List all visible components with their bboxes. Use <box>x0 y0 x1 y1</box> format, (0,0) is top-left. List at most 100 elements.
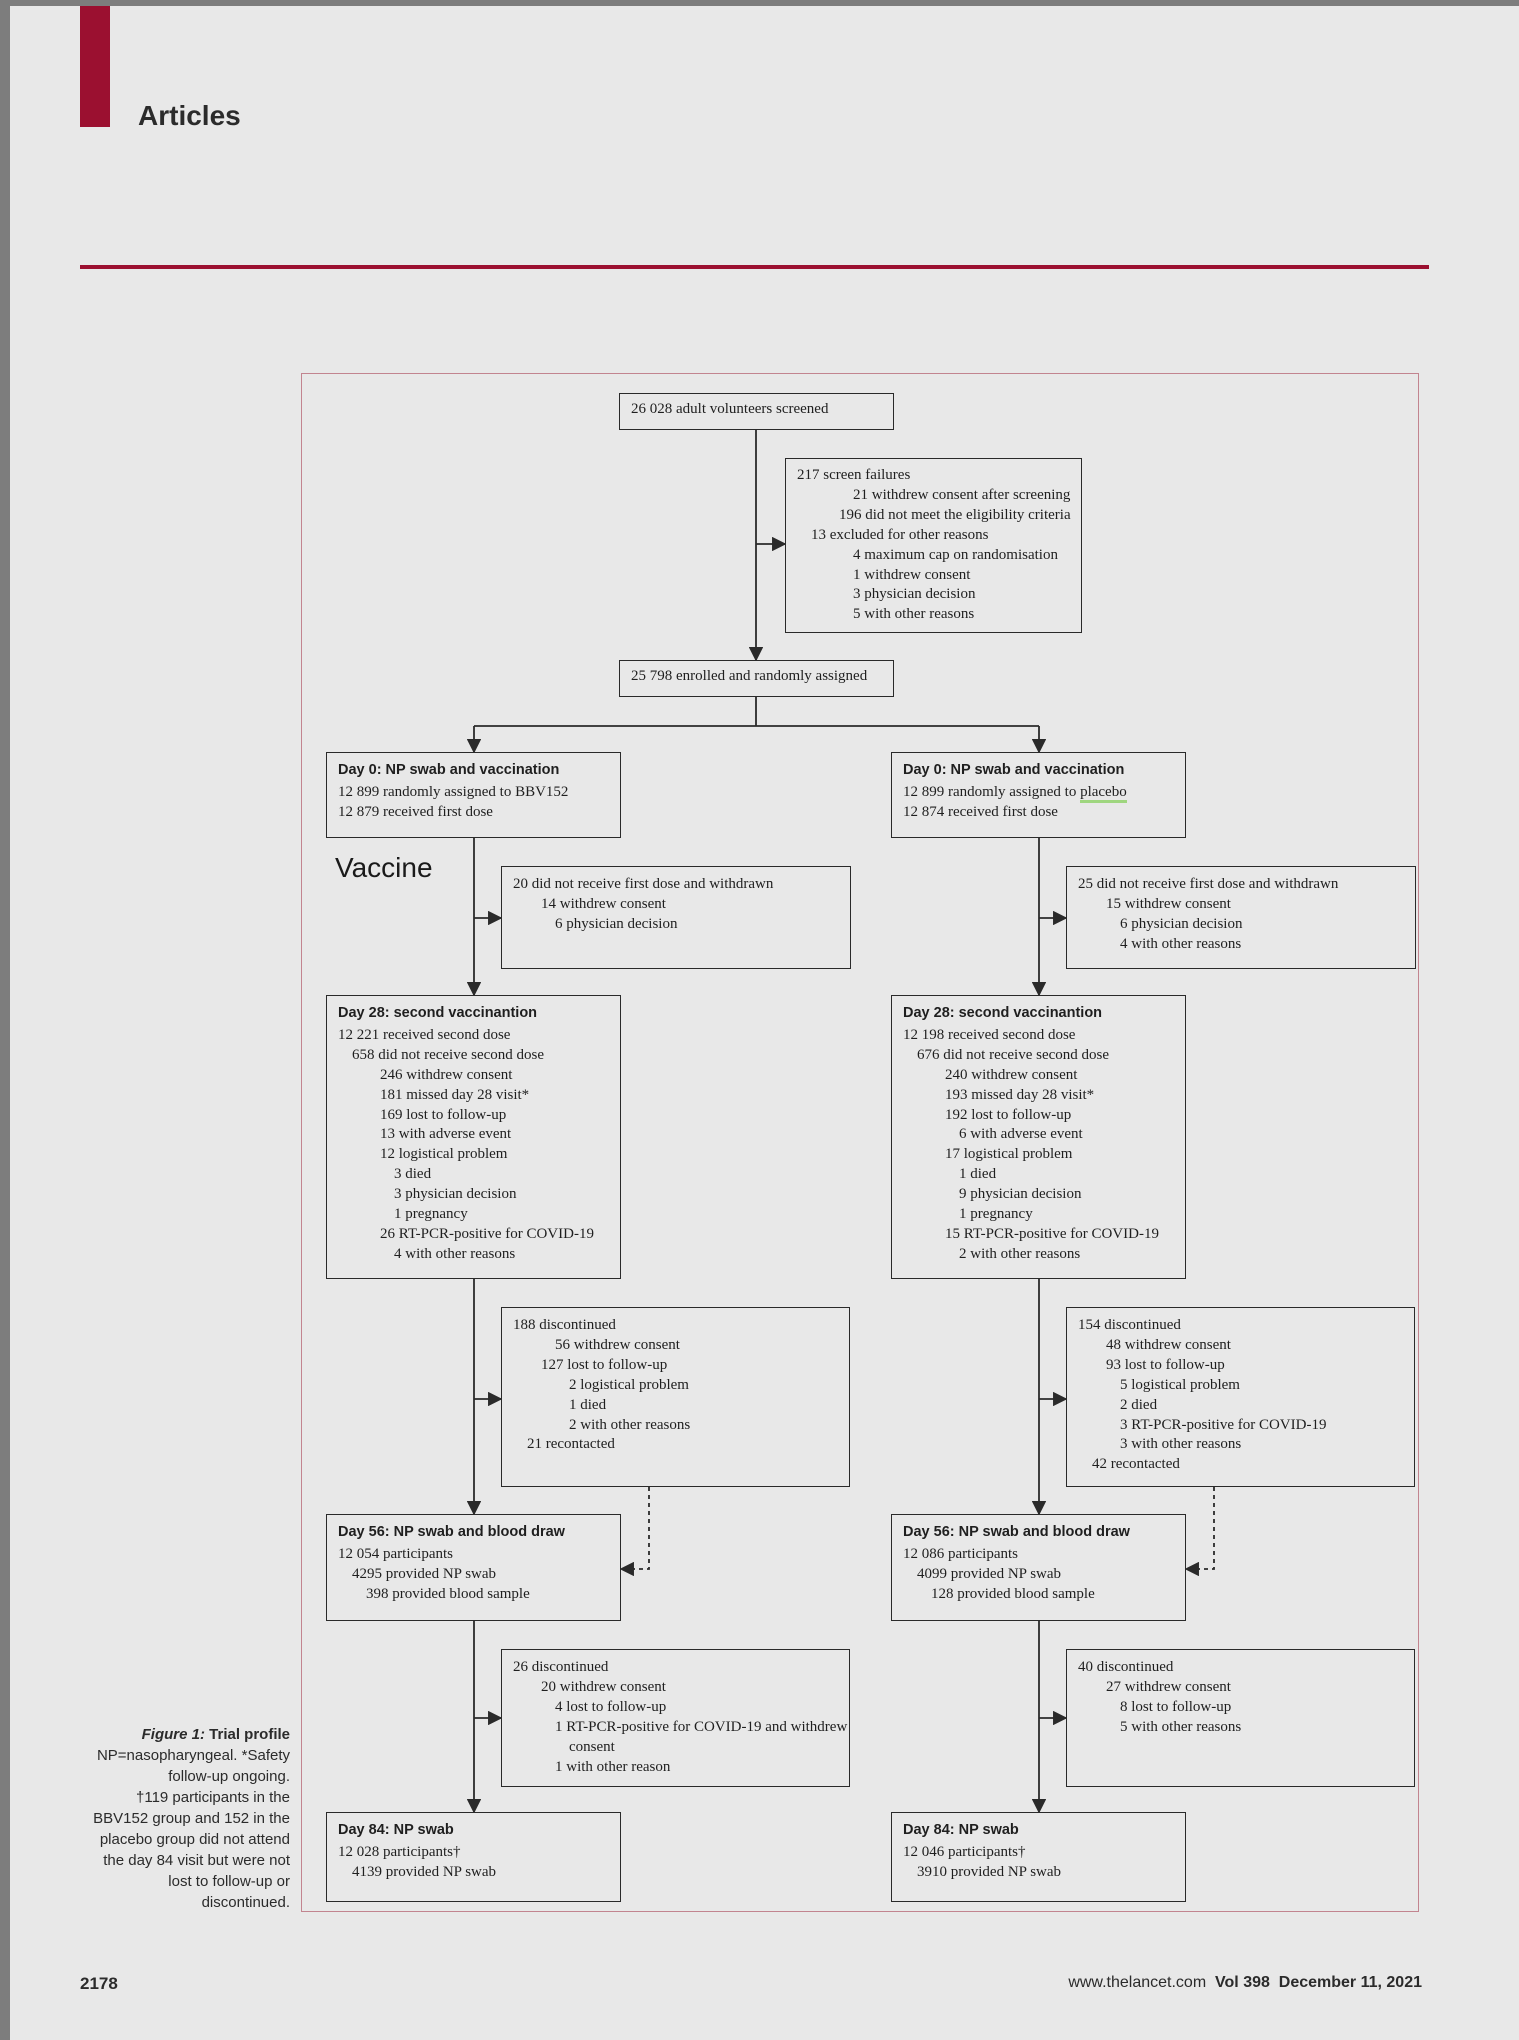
box-line: 12 879 received first dose <box>338 803 493 820</box>
box-line: 128 provided blood sample <box>931 1585 1095 1602</box>
box-line: 93 lost to follow-up <box>1106 1356 1225 1373</box>
box-line: 127 lost to follow-up <box>541 1356 668 1373</box>
box-line: 1 with other reason <box>555 1758 671 1775</box>
box-title: Day 0: NP swab and vaccination <box>338 762 560 778</box>
box-line: 2 logistical problem <box>569 1376 689 1393</box>
failure-line: 217 screen failures <box>797 467 911 483</box>
left-exclusion-box-3: 26 discontinued 20 withdrew consent 4 lo… <box>501 1649 850 1787</box>
box-line: 4295 provided NP swab <box>352 1565 497 1582</box>
failure-line: 196 did not meet the eligibility criteri… <box>839 506 1071 523</box>
box-line: 240 withdrew consent <box>945 1066 1078 1083</box>
left-day0-box: Day 0: NP swab and vaccination 12 899 ra… <box>326 752 621 838</box>
right-exclusion-box-2: 154 discontinued 48 withdrew consent 93 … <box>1066 1307 1415 1487</box>
page-number: 2178 <box>80 1974 118 1993</box>
box-title: Day 56: NP swab and blood draw <box>903 1524 1130 1540</box>
right-exclusion-box-1: 25 did not receive first dose and withdr… <box>1066 866 1416 969</box>
box-line: 181 missed day 28 visit* <box>380 1086 530 1103</box>
journal-site: www.thelancet.com <box>1068 1974 1207 1991</box>
caption-line: lost to follow-up or <box>168 1873 290 1890</box>
figure-title: Trial profile <box>209 1726 290 1743</box>
right-day0-box: Day 0: NP swab and vaccination 12 899 ra… <box>891 752 1186 838</box>
box-line: 6 physician decision <box>555 915 678 932</box>
box-title: Day 84: NP swab <box>903 1822 1019 1838</box>
section-color-bar <box>80 6 110 127</box>
box-line: 21 recontacted <box>527 1436 615 1453</box>
box-line: 26 RT-PCR-positive for COVID-19 <box>380 1225 594 1242</box>
placebo-word: placebo <box>1080 783 1127 803</box>
caption-line: †119 participants in the <box>136 1789 290 1806</box>
figure-label: Figure 1: <box>141 1726 205 1743</box>
screened-text: 26 028 adult volunteers screened <box>631 401 829 417</box>
box-line: 25 did not receive first dose and withdr… <box>1078 876 1339 892</box>
caption-line: placebo group did not attend <box>99 1831 290 1848</box>
screened-box: 26 028 adult volunteers screened <box>619 393 894 430</box>
box-line: 12 899 randomly assigned to placebo <box>903 783 1174 803</box>
right-exclusion-box-3: 40 discontinued 27 withdrew consent 8 lo… <box>1066 1649 1415 1787</box>
right-day56-box: Day 56: NP swab and blood draw 12 086 pa… <box>891 1514 1186 1621</box>
box-line: 4 with other reasons <box>1120 935 1242 952</box>
failure-line: 1 withdrew consent <box>853 566 971 583</box>
header-rule <box>80 265 1429 269</box>
box-line: 40 discontinued <box>1078 1659 1174 1675</box>
box-line: 6 with adverse event <box>959 1126 1083 1143</box>
box-line: 14 withdrew consent <box>541 895 666 912</box>
caption-line: the day 84 visit but were not <box>103 1852 290 1869</box>
right-day84-box: Day 84: NP swab 12 046 participants† 391… <box>891 1812 1186 1902</box>
box-line: 154 discontinued <box>1078 1317 1181 1333</box>
box-line: 1 pregnancy <box>959 1206 1033 1223</box>
box-line: 3910 provided NP swab <box>917 1863 1062 1880</box>
box-line: 12 874 received first dose <box>903 803 1058 820</box>
figure-frame <box>301 373 1419 1912</box>
box-line: 48 withdrew consent <box>1106 1336 1231 1353</box>
left-exclusion-box-1: 20 did not receive first dose and withdr… <box>501 866 851 969</box>
failure-line: 21 withdrew consent after screening <box>853 486 1071 503</box>
failure-line: 13 excluded for other reasons <box>811 526 989 543</box>
box-line: 12 logistical problem <box>380 1146 508 1163</box>
box-line: 15 RT-PCR-positive for COVID-19 <box>945 1225 1159 1242</box>
box-title: Day 0: NP swab and vaccination <box>903 762 1125 778</box>
journal-footer: www.thelancet.com Vol 398 December 11, 2… <box>1068 1974 1422 1992</box>
box-line: 12 899 randomly assigned to BBV152 <box>338 783 569 800</box>
failure-line: 3 physician decision <box>853 586 976 603</box>
caption-line: follow-up ongoing. <box>168 1768 290 1785</box>
box-line: 192 lost to follow-up <box>945 1106 1072 1123</box>
caption-line: discontinued. <box>201 1894 290 1911</box>
box-title: Day 28: second vaccinantion <box>338 1005 538 1021</box>
box-line: 12 028 participants† <box>338 1843 461 1860</box>
box-line: 12 086 participants <box>903 1545 1018 1562</box>
box-line: 2 with other reasons <box>959 1245 1081 1262</box>
box-line: 5 with other reasons <box>1120 1718 1242 1735</box>
box-line: 2 died <box>1120 1396 1158 1413</box>
box-line: 15 withdrew consent <box>1106 895 1231 912</box>
box-line: 658 did not receive second dose <box>352 1046 545 1063</box>
box-line: 188 discontinued <box>513 1317 616 1333</box>
box-line: 1 RT-PCR-positive for COVID-19 and withd… <box>555 1718 848 1735</box>
box-line: 13 with adverse event <box>380 1126 512 1143</box>
box-line: 193 missed day 28 visit* <box>945 1086 1095 1103</box>
box-line: 12 221 received second dose <box>338 1026 511 1043</box>
box-line: 3 with other reasons <box>1120 1436 1242 1453</box>
section-title: Articles <box>138 100 241 131</box>
box-title: Day 84: NP swab <box>338 1822 454 1838</box>
failure-line: 5 with other reasons <box>853 606 975 623</box>
box-line-text: 12 899 randomly assigned to <box>903 783 1081 800</box>
box-line: 246 withdrew consent <box>380 1066 513 1083</box>
box-line: 6 physician decision <box>1120 915 1243 932</box>
figure-caption: Figure 1: Trial profile NP=nasopharyngea… <box>72 1724 290 1913</box>
box-title: Day 28: second vaccinantion <box>903 1005 1103 1021</box>
box-title: Day 56: NP swab and blood draw <box>338 1524 565 1540</box>
box-line: 2 with other reasons <box>569 1416 691 1433</box>
box-line: 3 died <box>394 1166 432 1183</box>
box-line: 8 lost to follow-up <box>1120 1698 1232 1715</box>
box-line: 9 physician decision <box>959 1186 1082 1203</box>
vaccine-label: Vaccine <box>335 852 433 883</box>
enrolled-text: 25 798 enrolled and randomly assigned <box>631 668 868 684</box>
caption-line: BBV152 group and 152 in the <box>93 1810 290 1827</box>
box-line: 1 died <box>569 1396 607 1413</box>
left-day56-box: Day 56: NP swab and blood draw 12 054 pa… <box>326 1514 621 1621</box>
left-exclusion-box-2: 188 discontinued 56 withdrew consent 127… <box>501 1307 850 1487</box>
box-line: 4 with other reasons <box>394 1245 516 1262</box>
box-line: 12 046 participants† <box>903 1843 1026 1860</box>
box-line: 20 did not receive first dose and withdr… <box>513 876 774 892</box>
box-line: 3 RT-PCR-positive for COVID-19 <box>1120 1416 1327 1433</box>
